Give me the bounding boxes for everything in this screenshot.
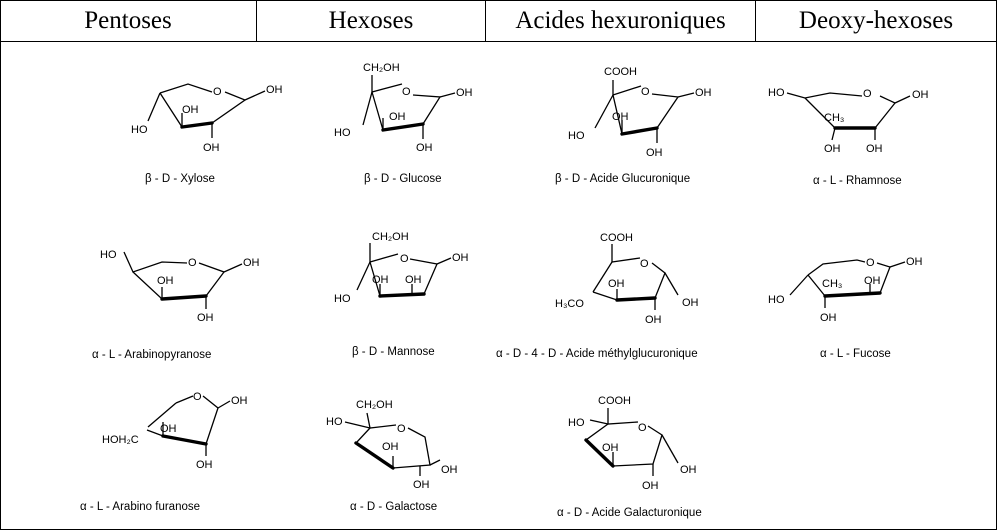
ring-oxygen: O — [866, 257, 875, 269]
ho-label: HO — [326, 416, 343, 428]
oh-label: OH — [864, 275, 881, 287]
structure-fucose: O OH CH₃ OH HO OH α - L - Fucose — [768, 256, 923, 360]
structure-name: α - L - Arabinopyranose — [92, 349, 211, 361]
oh-label: OH — [645, 314, 662, 326]
oh-label: OH — [157, 275, 174, 287]
ho-label: HO — [131, 124, 148, 136]
ring-oxygen: O — [638, 422, 647, 434]
structure-mannose: CH₂OH O OH OH OH HO β - D - Mannose — [334, 231, 469, 358]
structure-galacturonic-acid: COOH O HO OH OH OH α - D - Acide Galactu… — [557, 395, 702, 519]
ring-oxygen: O — [402, 86, 411, 98]
oh-label: OH — [452, 252, 469, 264]
oh-label: OH — [389, 111, 406, 123]
structure-arabinofuranose: O OH OH HOH₂C OH α - L - Arabino furanos… — [80, 391, 248, 513]
structure-name: α - L - Arabino furanose — [80, 501, 200, 513]
column-header-pentoses: Pentoses — [0, 0, 257, 42]
oh-label: OH — [382, 441, 399, 453]
ho-label: HO — [568, 417, 585, 429]
ring-oxygen: O — [213, 86, 222, 98]
structure-name: β - D - Glucose — [364, 173, 442, 185]
column-header-hexoses: Hexoses — [257, 0, 486, 42]
ch2oh-label: CH₂OH — [372, 231, 409, 243]
oh-label: OH — [197, 312, 214, 324]
ring-oxygen: O — [397, 423, 406, 435]
oh-label: OH — [695, 87, 712, 99]
ring-oxygen: O — [400, 253, 409, 265]
oh-label: OH — [866, 143, 883, 155]
structure-glucose: CH₂OH O OH OH OH HO β - D - Glucose — [334, 62, 473, 185]
cooh-label: COOH — [598, 395, 631, 407]
oh-label: OH — [196, 459, 213, 471]
column-header-deoxy-hexoses: Deoxy-hexoses — [756, 0, 996, 42]
oh-label: OH — [912, 89, 929, 101]
oh-label: OH — [266, 84, 283, 96]
oh-label: OH — [405, 274, 422, 286]
structure-rhamnose: HO O OH CH₃ OH OH α - L - Rhamnose — [768, 87, 929, 187]
oh-label: OH — [182, 104, 199, 116]
ring-oxygen: O — [641, 86, 650, 98]
oh-label: OH — [243, 257, 260, 269]
structure-name: α - L - Fucose — [820, 348, 891, 360]
structure-name: α - L - Rhamnose — [813, 175, 902, 187]
cooh-label: COOH — [604, 66, 637, 78]
oh-label: OH — [824, 143, 841, 155]
oh-label: OH — [372, 274, 389, 286]
column-header-acides-hexuroniques: Acides hexuroniques — [486, 0, 756, 42]
oh-label: OH — [680, 464, 697, 476]
oh-label: OH — [646, 147, 663, 159]
ch2oh-label: CH₂OH — [356, 399, 393, 411]
oh-label: OH — [608, 278, 625, 290]
ch3-label: CH₃ — [822, 278, 842, 290]
oh-label: OH — [642, 480, 659, 492]
cooh-label: COOH — [600, 232, 633, 244]
ho-label: HO — [768, 294, 785, 306]
hoh2c-label: HOH₂C — [102, 434, 139, 446]
ring-oxygen: O — [193, 391, 202, 403]
oh-label: OH — [612, 111, 629, 123]
structure-name: β - D - Xylose — [145, 173, 215, 185]
ring-oxygen: O — [640, 258, 649, 270]
structure-glucuronic-acid: COOH O OH OH OH HO β - D - Acide Glucuro… — [555, 66, 712, 185]
ch3-label: CH₃ — [824, 112, 844, 124]
ho-label: HO — [334, 293, 351, 305]
ch2oh-label: CH₂OH — [363, 62, 400, 74]
structure-name: α - D - Acide Galacturonique — [557, 507, 702, 519]
ho-label: HO — [334, 127, 351, 139]
structure-methylglucuronic-acid: COOH O OH OH OH H₃CO α - D - 4 - D - Aci… — [496, 232, 699, 360]
oh-label: OH — [441, 464, 458, 476]
oh-label: OH — [906, 256, 923, 268]
oh-label: OH — [413, 479, 430, 491]
oh-label: OH — [203, 142, 220, 154]
oh-label: OH — [456, 87, 473, 99]
oh-label: OH — [682, 297, 699, 309]
oh-label: OH — [602, 442, 619, 454]
structure-xylose: O OH OH OH HO β - D - Xylose — [131, 83, 283, 185]
oh-label: OH — [416, 142, 433, 154]
structure-name: α - D - Galactose — [350, 501, 437, 513]
structure-name: β - D - Mannose — [352, 346, 435, 358]
ho-label: HO — [768, 87, 785, 99]
ho-label: HO — [100, 249, 117, 261]
oh-label: OH — [231, 395, 248, 407]
structure-arabinopyranose: HO O OH OH OH α - L - Arabinopyranose — [92, 249, 260, 361]
oh-label: OH — [160, 423, 177, 435]
structure-galactose: CH₂OH O HO OH OH OH α - D - Galactose — [326, 399, 458, 513]
structure-name: β - D - Acide Glucuronique — [555, 173, 690, 185]
ho-label: HO — [568, 130, 585, 142]
ring-oxygen: O — [188, 257, 197, 269]
structure-name: α - D - 4 - D - Acide méthylglucuronique — [496, 348, 698, 360]
oh-label: OH — [820, 312, 837, 324]
ring-oxygen: O — [863, 88, 872, 100]
h3co-label: H₃CO — [555, 298, 584, 310]
